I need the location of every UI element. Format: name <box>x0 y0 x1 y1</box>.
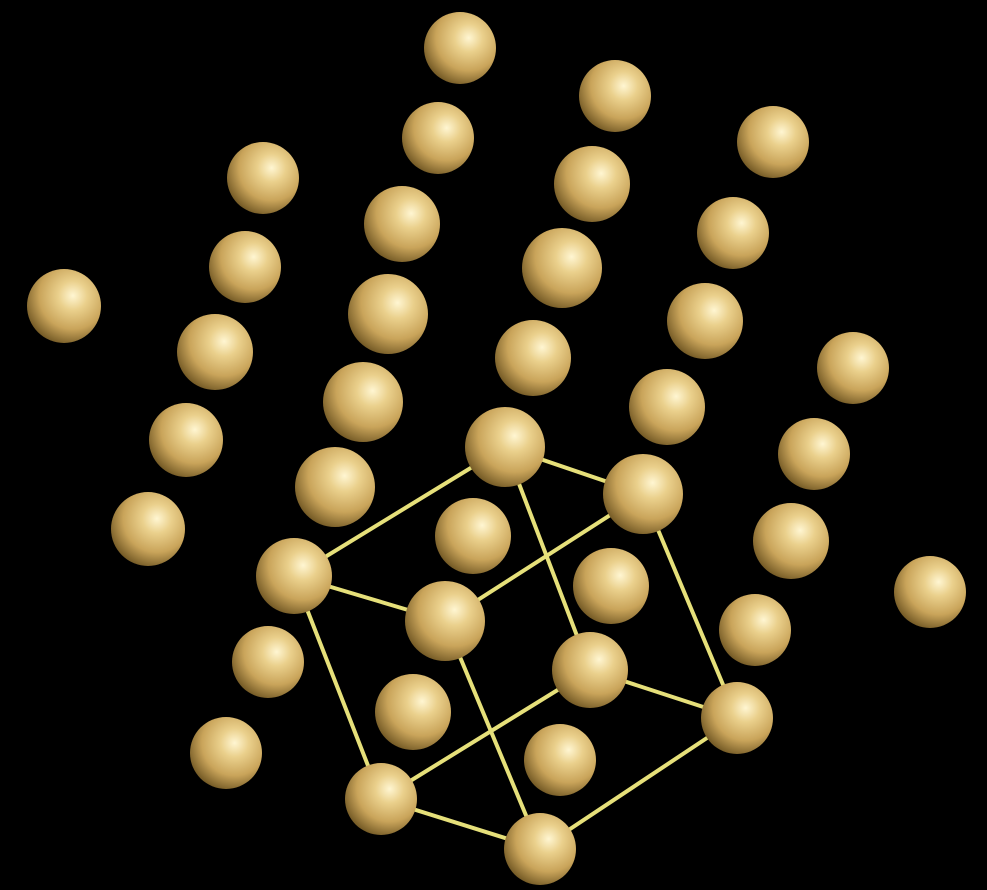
unit-cell-atom <box>504 813 576 885</box>
unit-cell-atom <box>552 632 628 708</box>
atom-sphere <box>323 362 403 442</box>
atom-sphere <box>697 197 769 269</box>
atom-sphere <box>232 626 304 698</box>
atom-sphere <box>719 594 791 666</box>
atom-sphere <box>227 142 299 214</box>
unit-cell-atom <box>345 763 417 835</box>
atom-sphere <box>817 332 889 404</box>
atom-sphere <box>190 717 262 789</box>
atom-sphere <box>375 674 451 750</box>
unit-cell-atom <box>465 407 545 487</box>
atom-sphere <box>149 403 223 477</box>
atom-sphere <box>348 274 428 354</box>
atom-sphere <box>209 231 281 303</box>
atom-sphere <box>435 498 511 574</box>
unit-cell-atom <box>405 581 485 661</box>
atom-sphere <box>364 186 440 262</box>
atom-sphere <box>111 492 185 566</box>
atom-sphere <box>295 447 375 527</box>
atom-sphere <box>495 320 571 396</box>
unit-cell-atom <box>701 682 773 754</box>
unit-cell-atom <box>603 454 683 534</box>
atom-sphere <box>522 228 602 308</box>
atom-sphere <box>579 60 651 132</box>
atom-sphere <box>737 106 809 178</box>
unit-cell-atom <box>256 538 332 614</box>
atom-sphere <box>402 102 474 174</box>
atom-sphere <box>573 548 649 624</box>
atom-sphere <box>424 12 496 84</box>
atom-sphere <box>524 724 596 796</box>
atom-sphere <box>753 503 829 579</box>
atom-sphere <box>177 314 253 390</box>
atom-sphere <box>894 556 966 628</box>
atom-sphere <box>554 146 630 222</box>
atom-sphere <box>27 269 101 343</box>
atom-sphere <box>629 369 705 445</box>
atom-sphere <box>667 283 743 359</box>
atom-sphere <box>778 418 850 490</box>
